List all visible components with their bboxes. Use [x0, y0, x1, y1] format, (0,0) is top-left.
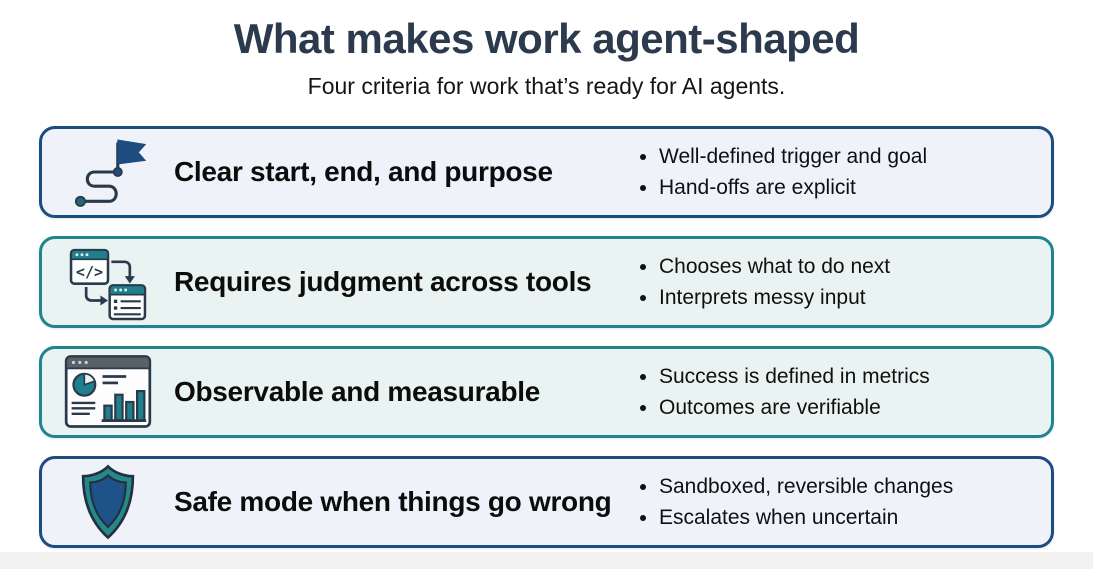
page-title: What makes work agent-shaped: [233, 15, 860, 62]
card-bullets: Well-defined trigger and goal Hand-offs …: [633, 141, 1041, 203]
card-title: Clear start, end, and purpose: [174, 156, 553, 187]
card-title: Safe mode when things go wrong: [174, 486, 612, 517]
shield-icon: [42, 462, 174, 542]
card-title: Observable and measurable: [174, 376, 541, 407]
bullet-item: Success is defined in metrics: [659, 361, 1041, 392]
card-title: Requires judgment across tools: [174, 266, 592, 297]
card-judgment-across-tools: </> Requires judgment across tools Choos…: [39, 236, 1054, 328]
bullet-item: Outcomes are verifiable: [659, 392, 1041, 423]
dashboard-icon: [42, 352, 174, 432]
card-clear-start-end-purpose: Clear start, end, and purpose Well-defin…: [39, 126, 1054, 218]
page-subtitle: Four criteria for work that’s ready for …: [307, 73, 786, 99]
card-observable-measurable: Observable and measurable Success is def…: [39, 346, 1054, 438]
criteria-list: Clear start, end, and purpose Well-defin…: [39, 126, 1054, 548]
route-flag-icon: [42, 132, 174, 212]
bullet-item: Sandboxed, reversible changes: [659, 471, 1041, 502]
bullet-item: Well-defined trigger and goal: [659, 141, 1041, 172]
card-safe-mode: Safe mode when things go wrong Sandboxed…: [39, 456, 1054, 548]
bullet-item: Interprets messy input: [659, 282, 1041, 313]
card-bullets: Sandboxed, reversible changes Escalates …: [633, 471, 1041, 533]
svg-text:</>: </>: [76, 263, 103, 281]
card-bullets: Chooses what to do next Interprets messy…: [633, 251, 1041, 313]
card-bullets: Success is defined in metrics Outcomes a…: [633, 361, 1041, 423]
bottom-edge-strip: [0, 552, 1093, 569]
bullet-item: Hand-offs are explicit: [659, 172, 1041, 203]
bullet-item: Chooses what to do next: [659, 251, 1041, 282]
bullet-item: Escalates when uncertain: [659, 502, 1041, 533]
code-windows-icon: </>: [42, 241, 174, 323]
header: What makes work agent-shaped Four criter…: [0, 0, 1093, 100]
